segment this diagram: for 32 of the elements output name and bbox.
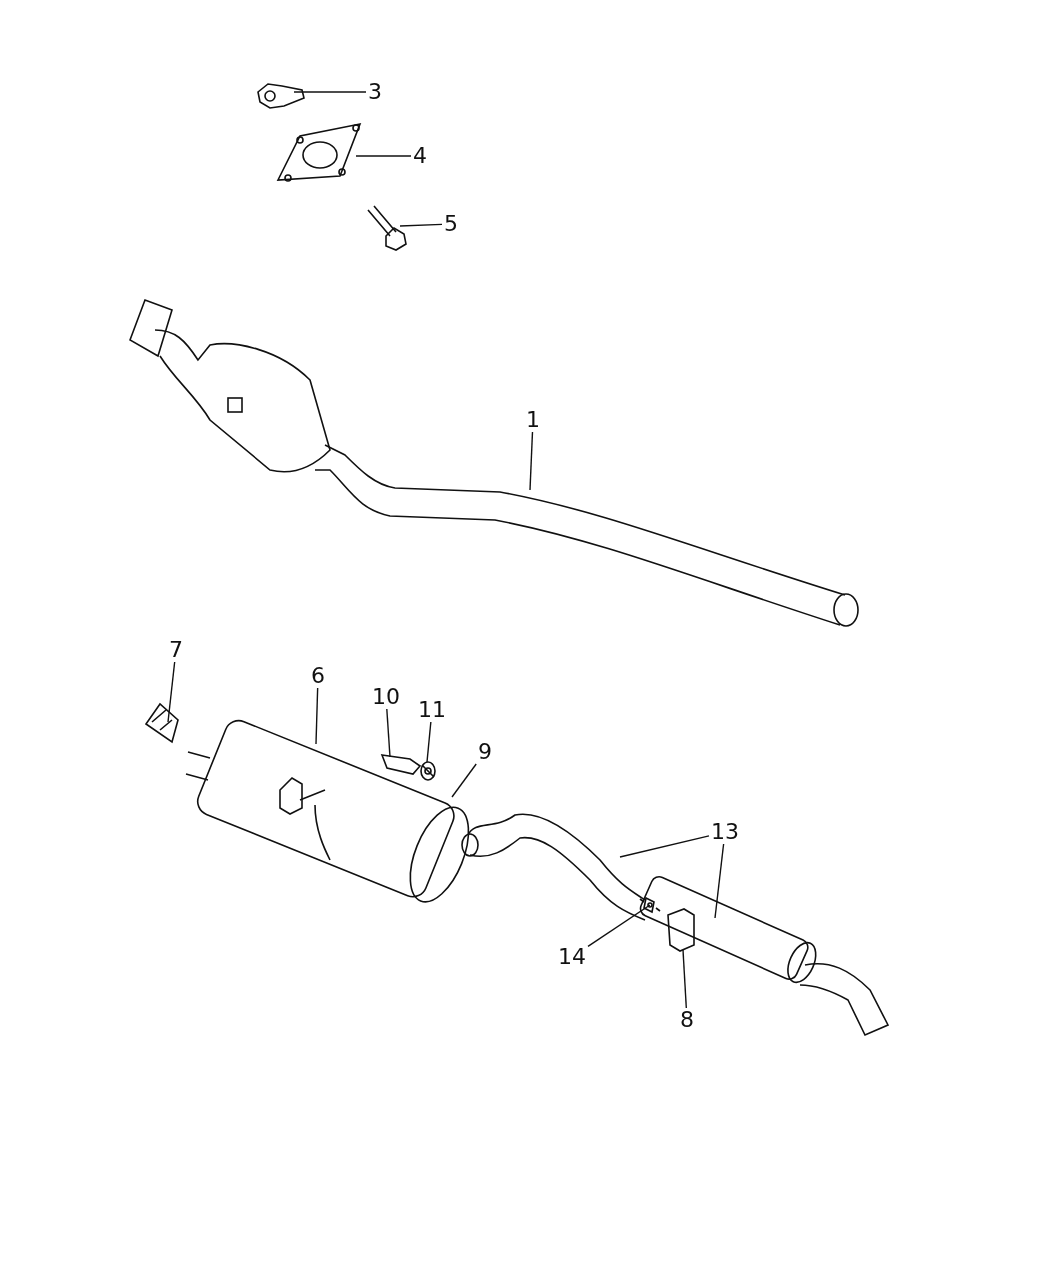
- leader-line: [386, 708, 391, 758]
- callout-number: 5: [442, 212, 460, 236]
- leader-line: [451, 763, 477, 798]
- leader-line: [587, 904, 651, 948]
- bolt-drawing: [367, 205, 407, 251]
- leader-line: [399, 223, 443, 227]
- callout-number: 4: [411, 144, 429, 168]
- callout-number: 3: [366, 80, 384, 104]
- callout-number: 1: [524, 408, 542, 432]
- pipe-clamp-drawing: [144, 702, 179, 744]
- callout-number: 8: [678, 1008, 696, 1032]
- flange-nut-drawing: [257, 83, 305, 109]
- callout-number: 6: [309, 664, 327, 688]
- callout-number: 14: [556, 945, 588, 969]
- pipe-clamp-drawing: [639, 896, 661, 914]
- callout-number: 10: [370, 685, 402, 709]
- leader-line: [619, 835, 710, 858]
- leader-line: [529, 431, 534, 491]
- callout-number: 7: [167, 638, 185, 662]
- leader-line: [293, 91, 367, 93]
- callout-number: 11: [416, 698, 448, 722]
- leader-line: [355, 155, 412, 157]
- resonator-pipe-drawing: [461, 813, 889, 1036]
- leader-line: [167, 661, 176, 723]
- leader-line: [682, 949, 687, 1009]
- catalytic-converter-pipe-drawing: [129, 298, 859, 627]
- callout-number: 13: [709, 820, 741, 844]
- callout-number: 9: [476, 740, 494, 764]
- leader-line: [315, 687, 319, 745]
- leader-line: [426, 721, 432, 763]
- gasket-drawing: [276, 122, 362, 182]
- leader-line: [714, 843, 725, 919]
